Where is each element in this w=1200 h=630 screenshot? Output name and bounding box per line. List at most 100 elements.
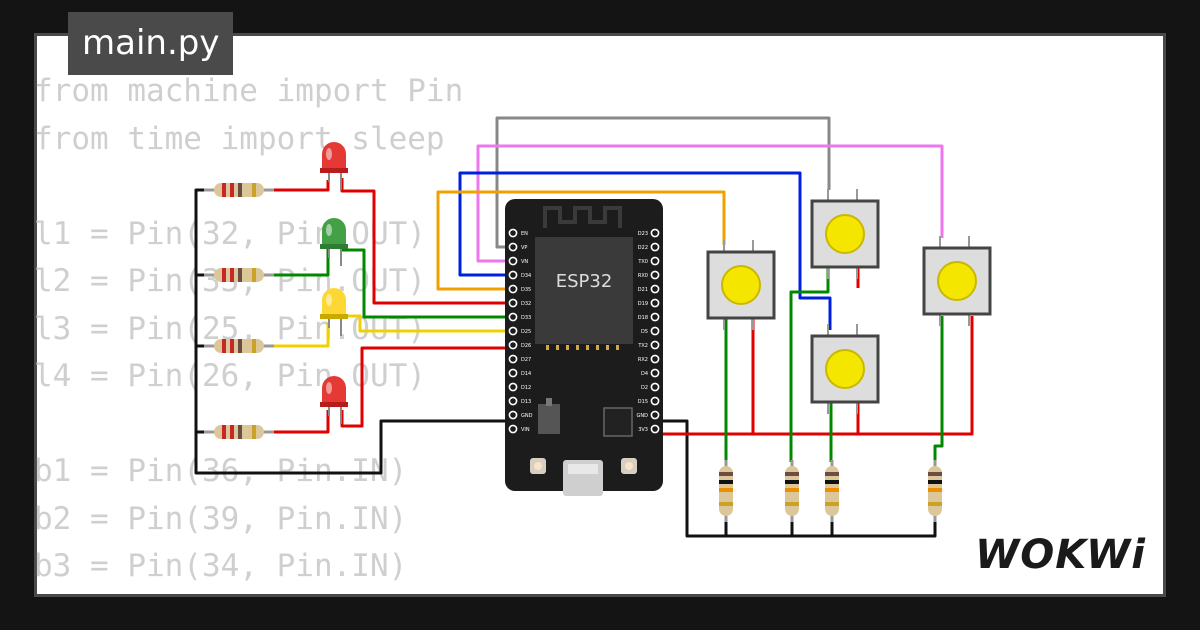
pin-d18[interactable] [650,312,660,322]
right-pin-header: D23D22TX0RX0D21D19D18D5TX2RX2D4D2D15GND3… [637,228,660,434]
pin-d13[interactable] [508,396,518,406]
pin-d32[interactable] [508,298,518,308]
pin-d26[interactable] [508,340,518,350]
pin-label: D34 [521,273,531,279]
code-line: l4 = Pin(26, Pin.OUT) [34,358,426,394]
pin-d22[interactable] [650,242,660,252]
pin-d27[interactable] [508,354,518,364]
wire-green-l2 [340,240,512,319]
led-red-1[interactable] [320,142,348,190]
pin-tx2[interactable] [650,340,660,350]
pin-d34[interactable] [508,270,518,280]
wires [194,116,974,538]
pin-label: D15 [638,399,648,405]
pin-label: D13 [521,399,531,405]
pin-vn[interactable] [508,256,518,266]
wire-gnd-right [656,419,937,538]
pin-label: RX2 [638,357,648,363]
wire-yellow-l3 [342,314,512,333]
pin-label: 3V3 [638,427,648,433]
pin-d4[interactable] [650,368,660,378]
pin-gnd[interactable] [650,410,660,420]
pin-d33[interactable] [508,312,518,322]
pin-label: D22 [638,245,648,251]
pushbutton-2[interactable] [810,189,880,279]
resistor-row [204,183,274,439]
esp32-board[interactable]: ESP32 ENVPVND34D35D32D33D25D26D27D14D12D… [505,199,663,496]
wire-red-r1 [270,180,330,192]
pin-label: D33 [521,315,531,321]
pin-label: D25 [521,329,531,335]
wire-red-r4 [270,410,330,434]
wire-green-b4 [933,316,944,462]
wire-yellow-r3 [270,322,330,348]
pin-d25[interactable] [508,326,518,336]
code-line: from machine import Pin [34,73,464,109]
wokwi-logo: WOKWi [975,532,1146,578]
wire-gray [495,116,831,249]
resistor-l2 [204,268,274,282]
file-tab[interactable]: main.py [68,12,234,75]
pin-d21[interactable] [650,284,660,294]
pin-vin[interactable] [508,424,518,434]
resistor-l4 [204,425,274,439]
wire-gnd-left [194,188,512,475]
wire-3v3 [656,266,974,436]
pulldown-resistor-3 [825,460,839,522]
pin-d12[interactable] [508,382,518,392]
pin-en[interactable] [508,228,518,238]
wire-blue [458,171,832,330]
pin-gnd[interactable] [508,410,518,420]
pin-d23[interactable] [650,228,660,238]
pin-d2[interactable] [650,382,660,392]
pin-label: TX0 [637,259,648,265]
code-line: l1 = Pin(32, Pin.OUT) [34,215,426,252]
pin-label: D5 [641,329,648,335]
left-pin-header: ENVPVND34D35D32D33D25D26D27D14D12D13GNDV… [508,228,533,434]
led-green[interactable] [320,218,348,266]
pin-label: EN [521,231,528,237]
wire-green-r2 [270,246,330,277]
pin-d35[interactable] [508,284,518,294]
pin-label: GND [521,413,533,419]
pin-label: GND [637,413,649,419]
pin-label: D23 [638,231,648,237]
pin-3v3[interactable] [650,424,660,434]
pin-d15[interactable] [650,396,660,406]
led-yellow[interactable] [320,288,348,336]
wire-violet [476,144,944,263]
pushbutton-1[interactable] [706,240,776,330]
pin-label: D2 [641,385,648,391]
pulldown-resistor-2 [785,460,799,522]
pulldown-resistor-4 [928,460,942,522]
pin-vp[interactable] [508,242,518,252]
pin-rx2[interactable] [650,354,660,364]
board-label: ESP32 [556,271,613,292]
pin-d14[interactable] [508,368,518,378]
wire-orange [436,190,726,291]
resistor-l3 [204,339,274,353]
pin-label: D26 [521,343,531,349]
pin-label: RX0 [638,273,648,279]
pin-rx0[interactable] [650,270,660,280]
resistor-l1 [204,183,274,197]
pin-label: D35 [521,287,531,293]
pin-label: VP [521,245,527,251]
pin-d5[interactable] [650,326,660,336]
pin-tx0[interactable] [650,256,660,266]
pin-label: D19 [638,301,648,307]
pin-label: VN [521,259,528,265]
pushbutton-3[interactable] [810,324,880,414]
code-line: from time import sleep [34,120,445,157]
wire-red-l1 [340,178,512,305]
code-line: b3 = Pin(34, Pin.IN) [34,548,408,584]
pin-label: TX2 [637,343,648,349]
pin-label: D27 [521,357,531,363]
pin-label: D21 [638,287,648,293]
led-red-2[interactable] [320,376,348,424]
pin-label: D18 [638,315,648,321]
pushbutton-4[interactable] [922,236,992,326]
code-line: b1 = Pin(36, Pin.IN) [34,453,408,489]
pin-d19[interactable] [650,298,660,308]
